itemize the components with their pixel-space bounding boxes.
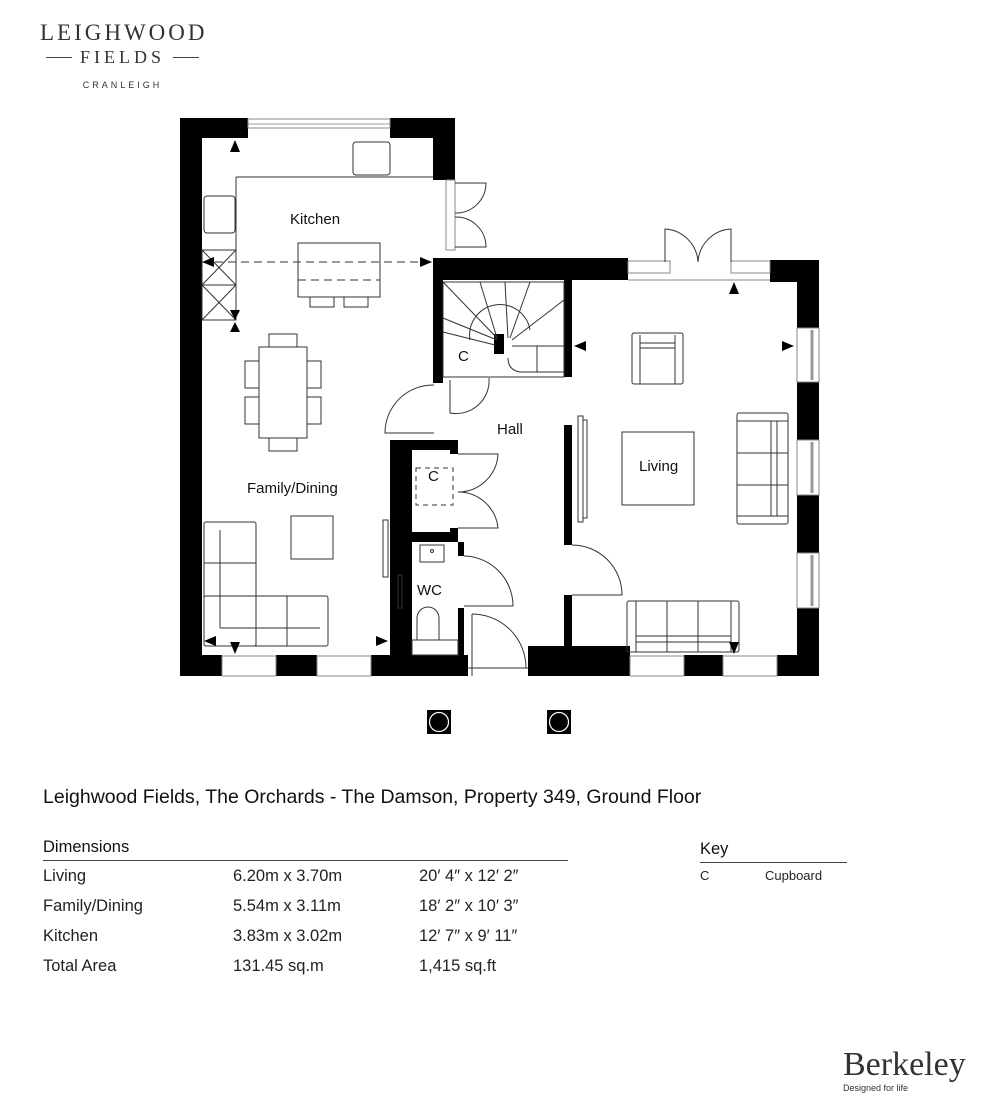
development-logo: LEIGHWOOD FIELDS CRANLEIGH	[40, 20, 205, 90]
key-header: Key	[700, 840, 847, 863]
room-name: Family/Dining	[43, 896, 143, 915]
room-label-kitchen: Kitchen	[290, 211, 340, 228]
external-markers	[427, 710, 571, 734]
imperial-size: 1,415 sq.ft	[419, 956, 497, 975]
room-label-family-dining: Family/Dining	[247, 480, 338, 497]
brand-tagline: Designed for life	[843, 1083, 909, 1093]
imperial-size: 12′ 7″ x 9′ 11″	[419, 926, 518, 945]
key-legend: Key C Cupboard	[700, 840, 847, 883]
table-row: Family/Dining 5.54m x 3.11m 18′ 2″ x 10′…	[43, 891, 568, 921]
room-name: Total Area	[43, 956, 117, 975]
room-label-cupboard-hall: C	[428, 468, 439, 485]
room-label-living: Living	[639, 458, 678, 475]
metric-size: 3.83m x 3.02m	[233, 926, 343, 945]
room-name: Kitchen	[43, 926, 99, 945]
dimensions-header: Dimensions	[43, 838, 568, 861]
floor-plan: Kitchen Family/Dining Hall Living WC C C	[180, 118, 820, 734]
table-row: Total Area 131.45 sq.m 1,415 sq.ft	[43, 951, 568, 981]
imperial-size: 18′ 2″ x 10′ 3″	[419, 896, 519, 915]
plan-title: Leighwood Fields, The Orchards - The Dam…	[43, 786, 702, 808]
imperial-size: 20′ 4″ x 12′ 2″	[419, 866, 519, 885]
room-label-hall: Hall	[497, 421, 523, 438]
dimension-arrows	[202, 140, 794, 654]
logo-line-2: FIELDS	[40, 46, 205, 68]
key-item: C Cupboard	[700, 868, 847, 883]
logo-dash-right	[173, 56, 199, 58]
metric-size: 6.20m x 3.70m	[233, 866, 343, 885]
key-meaning: Cupboard	[765, 868, 823, 883]
metric-size: 131.45 sq.m	[233, 956, 324, 975]
room-label-wc: WC	[417, 582, 442, 599]
brand-name: Berkeley	[843, 1046, 966, 1083]
key-code: C	[700, 868, 710, 883]
walls	[180, 118, 819, 676]
table-row: Living 6.20m x 3.70m 20′ 4″ x 12′ 2″	[43, 861, 568, 891]
room-name: Living	[43, 866, 87, 885]
logo-line-3: CRANLEIGH	[82, 80, 163, 90]
logo-line-2-text: FIELDS	[79, 47, 165, 67]
room-label-cupboard-stairs: C	[458, 348, 469, 365]
builder-logo: Berkeley Designed for life	[843, 1046, 966, 1094]
metric-size: 5.54m x 3.11m	[233, 896, 341, 915]
logo-dash-left	[45, 56, 72, 58]
logo-line-1: LEIGHWOOD	[40, 20, 208, 45]
table-row: Kitchen 3.83m x 3.02m 12′ 7″ x 9′ 11″	[43, 921, 568, 951]
fixtures	[201, 118, 820, 677]
dimensions-table: Dimensions Living 6.20m x 3.70m 20′ 4″ x…	[43, 838, 568, 981]
